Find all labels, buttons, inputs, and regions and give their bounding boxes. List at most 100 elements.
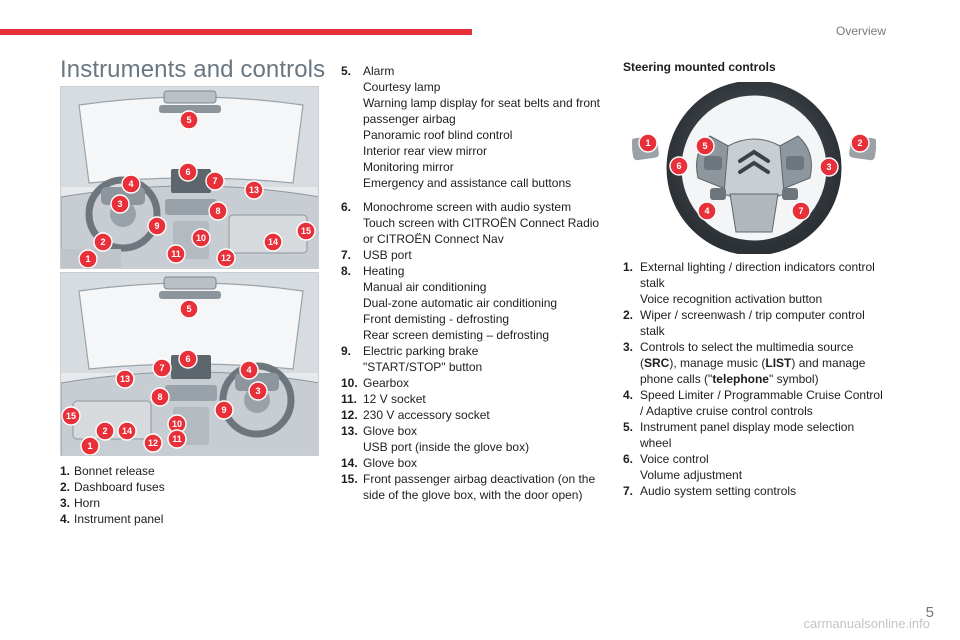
item-text: side of the glove box, with the door ope… (363, 488, 583, 502)
item-number: 12. (341, 408, 358, 422)
callout-number: 5 (186, 304, 191, 314)
item-text: "START/STOP" button (363, 360, 483, 374)
item-text: Instrument panel display mode selection (640, 420, 855, 434)
item-number: 3. (623, 340, 634, 354)
callout-badge: 7 (791, 201, 811, 221)
steering-controls-heading: Steering mounted controls (623, 60, 776, 74)
item-text: Panoramic roof blind control (363, 128, 513, 142)
callout-badge: 6 (178, 349, 198, 369)
item-text: Glove box (363, 424, 418, 438)
item-text: Emergency and assistance call buttons (363, 176, 572, 190)
callout-number: 2 (100, 237, 105, 247)
callout-badge: 7 (205, 171, 225, 191)
item-text: Wiper / screenwash / trip computer contr… (640, 308, 865, 322)
callout-number: 10 (196, 233, 206, 243)
callout-number: 7 (212, 176, 217, 186)
callout-number: 3 (117, 199, 122, 209)
callout-badge: 10 (167, 414, 187, 434)
item-number: 14. (341, 456, 358, 470)
item-text: 230 V accessory socket (363, 408, 490, 422)
callout-badge: 12 (216, 248, 236, 268)
callout-badge: 2 (93, 232, 113, 252)
callout-badge: 4 (239, 360, 259, 380)
list-item: 15.Front passenger airbag deactivation (… (341, 471, 611, 503)
list-item: 3. Controls to select the multimedia sou… (623, 339, 895, 387)
callout-badge: 7 (152, 358, 172, 378)
callout-number: 2 (857, 138, 862, 148)
item-number: 9. (341, 344, 352, 358)
callout-number: 4 (704, 206, 709, 216)
list-item: 9. Electric parking brake "START/STOP" but… (341, 343, 611, 375)
item-text: Alarm (363, 64, 395, 78)
item-text: Speed Limiter / Programmable Cruise Cont… (640, 388, 883, 402)
item-text: Electric parking brake (363, 344, 479, 358)
callout-badge: 8 (150, 387, 170, 407)
callout-badge: 14 (263, 232, 283, 252)
section-label: Overview (835, 24, 886, 38)
list-item: 1.Bonnet release (60, 463, 320, 479)
list-item: 11.12 V socket (341, 391, 611, 407)
callout-number: 5 (702, 141, 707, 151)
callout-badge: 3 (819, 157, 839, 177)
callout-badge: 1 (80, 436, 100, 455)
telephone-keyword: telephone (712, 372, 769, 386)
item-text: Touch screen with CITROËN Connect Radio (363, 216, 600, 230)
item-number: 6. (341, 200, 352, 214)
callout-badge: 1 (78, 249, 98, 268)
page-number: 5 (925, 604, 934, 621)
item-text: or CITROËN Connect Nav (363, 232, 504, 246)
item-text: passenger airbag (363, 112, 456, 126)
callout-badge: 4 (121, 174, 141, 194)
list-item: 12. 230 V accessory socket (341, 407, 611, 423)
callout-badge: 6 (669, 156, 689, 176)
callout-badge: 3 (110, 194, 130, 214)
callout-badge: 8 (208, 201, 228, 221)
dashboard-illustration-rhd: 5 6 7 4 13 3 8 9 15 10 2 14 11 12 1 (60, 272, 319, 456)
item-text: Audio system setting controls (640, 484, 797, 498)
list-item: 14.Glove box (341, 455, 611, 471)
callout-number: 13 (249, 185, 259, 195)
item-number: 11. (341, 392, 358, 406)
item-text: Volume adjustment (640, 468, 743, 482)
callout-number: 7 (798, 206, 803, 216)
item-text: phone calls ("telephone" symbol) (640, 372, 819, 386)
callout-badge: 11 (166, 244, 186, 264)
item-number: 15. (341, 472, 358, 486)
list-item: 2.Dashboard fuses (60, 479, 320, 495)
item-number: 5. (623, 420, 634, 434)
item-number: 2. (60, 480, 71, 494)
item-number: 8. (341, 264, 352, 278)
callout-badge: 2 (850, 133, 870, 153)
item-text: USB port (363, 248, 412, 262)
list-item: 10.Gearbox (341, 375, 611, 391)
callout-badge: 13 (115, 369, 135, 389)
callout-number: 15 (66, 411, 76, 421)
callout-number: 1 (85, 254, 90, 264)
item-text: Front demisting - defrosting (363, 312, 510, 326)
list-item: 1. External lighting / direction indicat… (623, 259, 895, 307)
callout-badge: 14 (117, 421, 137, 441)
callout-number: 5 (186, 115, 191, 125)
callout-number: 3 (255, 386, 260, 396)
callout-number: 3 (826, 162, 831, 172)
callout-badge: 10 (191, 228, 211, 248)
callout-number: 13 (120, 374, 130, 384)
item-text: External lighting / direction indicators… (640, 260, 875, 274)
item-text: Interior rear view mirror (363, 144, 488, 158)
item-text: Dual-zone automatic air conditioning (363, 296, 558, 310)
item-text: USB port (inside the glove box) (363, 440, 530, 454)
item-number: 1. (60, 464, 71, 478)
item-number: 4. (623, 388, 634, 402)
item-number: 13. (341, 424, 358, 438)
item-number: 2. (623, 308, 634, 322)
callout-badge: 12 (143, 433, 163, 453)
list-item: 4.Instrument panel (60, 511, 320, 527)
callout-badge: 4 (697, 201, 717, 221)
callout-badge: 9 (214, 400, 234, 420)
callout-number: 1 (87, 441, 92, 451)
callout-number: 10 (172, 419, 182, 429)
item-text: wheel (640, 436, 672, 450)
item-number: 10. (341, 376, 358, 390)
